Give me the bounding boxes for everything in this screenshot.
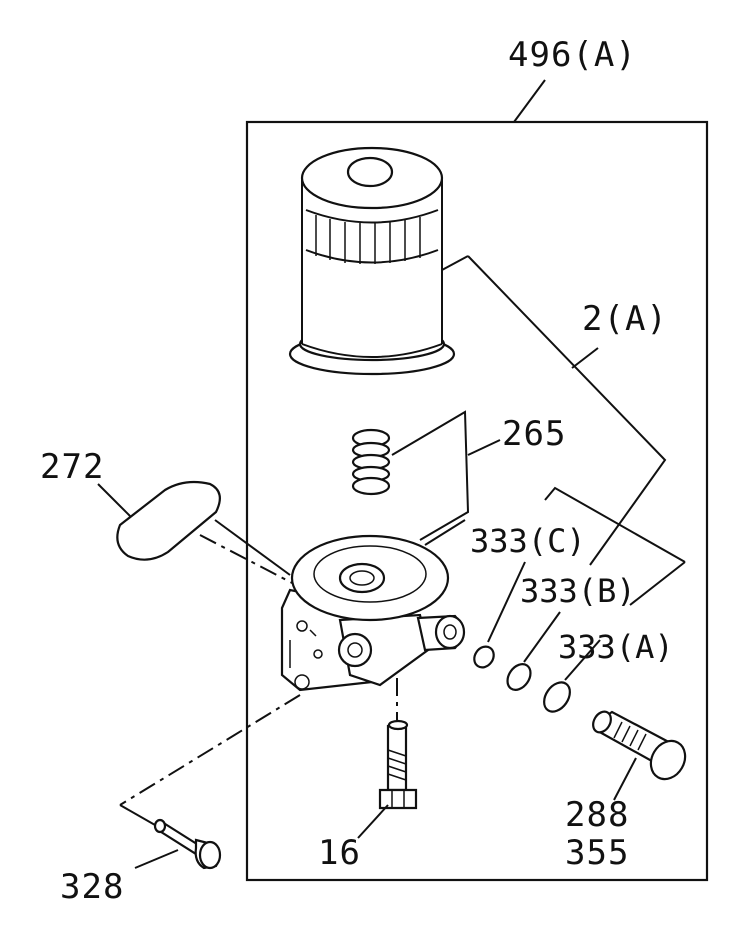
label-element: 2(A) xyxy=(582,299,668,339)
label-assembly: 496(A) xyxy=(508,35,637,75)
leader-oring-c xyxy=(487,561,526,643)
leader-head xyxy=(424,519,466,546)
leader-element xyxy=(441,255,469,271)
filter-cartridge xyxy=(288,146,456,376)
filter-head xyxy=(280,534,466,692)
leader-element-2 xyxy=(467,255,667,566)
leader-oring-group xyxy=(544,486,686,563)
leader-spring xyxy=(391,410,470,541)
label-bolt-left: 328 xyxy=(60,867,124,907)
bolt-bottom xyxy=(378,678,418,810)
o-rings xyxy=(473,645,571,713)
leader-plug xyxy=(613,757,637,801)
assembly-frame xyxy=(245,120,709,882)
cover xyxy=(116,480,221,561)
leader-bolt-left-dashed xyxy=(119,694,301,806)
plug xyxy=(592,710,687,781)
label-bolt-bottom: 16 xyxy=(318,833,361,873)
label-oring-b: 333(B) xyxy=(520,572,636,610)
label-oring-c: 333(C) xyxy=(470,522,586,560)
leader-oring-b xyxy=(523,611,561,663)
leader-assembly xyxy=(513,79,546,123)
leader-oring-a xyxy=(564,639,601,681)
label-spring: 265 xyxy=(502,414,566,454)
leader-cover xyxy=(97,483,131,517)
bolt-left xyxy=(153,818,222,870)
label-plug-1: 288 xyxy=(565,795,629,835)
leader-bolt-left xyxy=(134,849,179,869)
leader-bolt-bottom xyxy=(357,804,389,839)
label-oring-a: 333(A) xyxy=(558,628,674,666)
label-cover: 272 xyxy=(40,447,104,487)
spring xyxy=(351,428,391,496)
label-plug-2: 355 xyxy=(565,833,629,873)
